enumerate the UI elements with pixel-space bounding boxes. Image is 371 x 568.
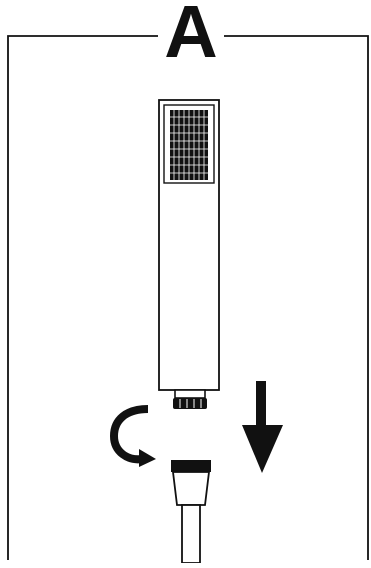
hose-nut: [171, 460, 211, 472]
hose: [181, 504, 201, 564]
thread-marks: [179, 399, 202, 408]
step-label: A: [158, 0, 224, 70]
panel-frame: [7, 35, 369, 560]
down-arrow-icon: [242, 381, 283, 473]
curved-arrow-icon: [109, 405, 156, 467]
connector-collar: [174, 389, 206, 399]
nozzle-lines: [170, 110, 208, 180]
thread-nut: [173, 398, 207, 409]
hose-connector: [171, 460, 211, 564]
hose-cone: [171, 471, 211, 506]
hand-shower: [158, 99, 220, 409]
